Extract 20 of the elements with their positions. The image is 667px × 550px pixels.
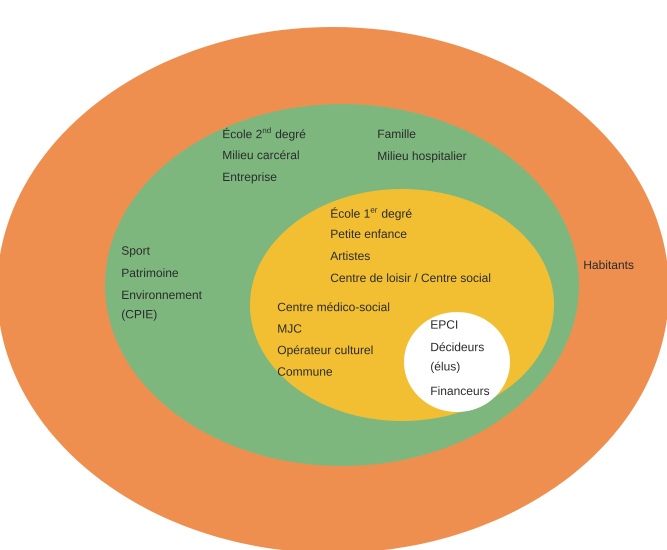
item-text: Famille [378,129,416,138]
item-text: École 2$^{nd}$ degré [223,127,306,141]
item-text: Centre de loisir / Centre social [330,273,490,282]
item-text: MJC [278,324,302,333]
item-text: Patrimoine [122,268,178,278]
item-text: Centre médico-social [278,302,390,312]
item-text: Habitants [584,260,634,270]
item-text: Commune [278,367,332,376]
item-text: Décideurs (élus) [431,342,484,373]
item-text: Artistes [330,251,370,260]
item-text: École 1$^{er}$ degré [331,207,412,220]
item-text: Environnement (CPIE) [122,290,202,321]
item-text: Milieu carcéral [223,150,299,160]
item-text: Petite enfance [331,229,406,238]
item-text: Sport [122,246,150,258]
item-text: Milieu hospitalier [378,151,466,162]
item-text: EPCI [431,320,458,329]
item-text: Entreprise [223,172,276,184]
item-text: Opérateur culturel [278,345,372,357]
item-text: Financeurs [431,386,490,396]
